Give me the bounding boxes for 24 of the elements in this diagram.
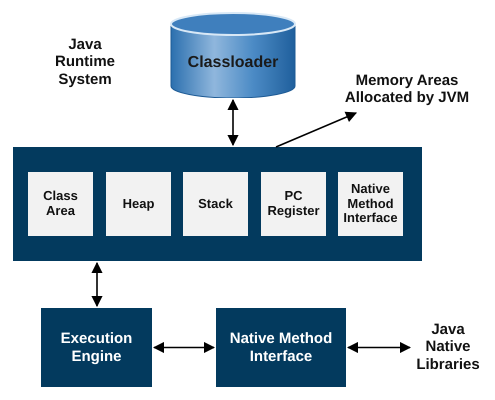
text-label: Memory Areas Allocated by JVM (344, 72, 470, 106)
memory-area-box (261, 172, 326, 236)
memory-panel (13, 147, 422, 261)
process-box (41, 308, 152, 387)
arrow (276, 112, 358, 148)
process-box (216, 308, 346, 387)
arrow (152, 342, 216, 354)
arrow (227, 98, 239, 146)
node-label: Native Method Interface (228, 330, 334, 365)
arrow (91, 262, 103, 308)
memory-area-box (106, 172, 171, 236)
node-label: PC Register (266, 189, 321, 219)
node-label: Native Method Interface (342, 182, 399, 226)
node-label: Execution Engine (60, 330, 134, 365)
text-label: Java Native Libraries (415, 321, 481, 373)
node-label: Heap (122, 196, 154, 212)
memory-area-box (28, 172, 93, 236)
arrow (346, 342, 412, 354)
memory-area-box (338, 172, 403, 236)
node-label: Stack (198, 196, 233, 212)
node-label: Class Area (42, 189, 79, 219)
text-label: Java Runtime System (54, 36, 116, 88)
memory-area-box (183, 172, 248, 236)
node-label: Classloader (188, 54, 278, 72)
